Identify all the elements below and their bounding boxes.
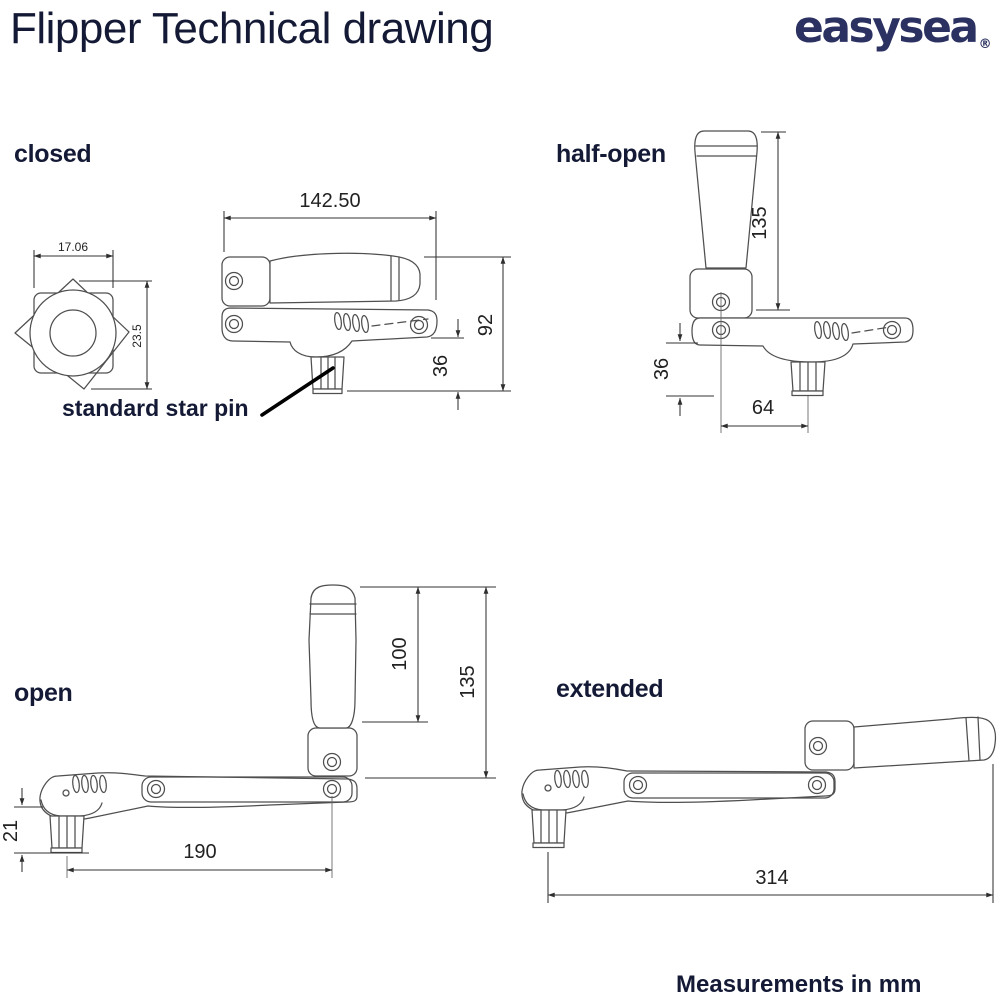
- brand-logo: easysea®: [794, 2, 992, 53]
- annotation-leader-line: [260, 366, 335, 417]
- view-label-open: open: [14, 679, 73, 707]
- dim-text: 142.50: [299, 190, 360, 212]
- dim-open-grip-length: 100: [360, 586, 496, 723]
- dim-text: 23.5: [130, 324, 144, 348]
- view-label-closed: closed: [14, 140, 92, 168]
- star-pin-inner-circle: [49, 309, 97, 357]
- closed-side-view: 142.50 92 36: [221, 190, 511, 417]
- dim-halfopen-handle-height: 135: [749, 131, 790, 311]
- pin-foot: [50, 847, 83, 854]
- pivot-hole: [224, 271, 244, 291]
- pivot-hole: [224, 314, 244, 334]
- arm-plate: [141, 776, 353, 803]
- pivot-hole: [807, 775, 827, 795]
- dim-text: 135: [749, 206, 771, 239]
- pivot-hole: [146, 779, 166, 799]
- ratchet-spline-marks: [333, 311, 370, 334]
- dim-halfopen-pin-length: 36: [651, 323, 714, 416]
- page-title: Flipper Technical drawing: [10, 4, 494, 53]
- dim-text: 190: [183, 841, 216, 863]
- registered-trademark-icon: ®: [978, 37, 992, 52]
- pin-foot: [532, 842, 565, 849]
- dim-open-handle-height: 135: [365, 586, 496, 779]
- detent-dot: [62, 789, 70, 797]
- dim-open-pin-length: 21: [0, 788, 89, 872]
- dim-text: 17.06: [58, 240, 88, 254]
- dim-extended-overall-length: 314: [547, 764, 994, 903]
- star-pin-outer-circle: [29, 289, 117, 377]
- pivot-hole: [322, 779, 342, 799]
- star-pin-annotation: standard star pin: [62, 395, 249, 421]
- dim-text: 21: [0, 820, 22, 842]
- ratchet-spline-marks: [813, 320, 850, 342]
- pin-splines: [58, 815, 76, 849]
- ratchet-spline-marks: [554, 769, 589, 789]
- grip-cap-lines: [309, 603, 357, 615]
- open-view: 100 135 21 190: [0, 584, 496, 878]
- pivot-hole: [322, 752, 342, 772]
- dim-closed-pin-length: 36: [430, 319, 464, 410]
- dim-text: 314: [755, 867, 788, 889]
- pivot-hole: [808, 736, 828, 756]
- pivot-hole: [628, 775, 648, 795]
- dim-closed-pin-face-height: 23.5: [79, 280, 152, 390]
- grip-cap-lines: [695, 145, 758, 157]
- handle-grip: [694, 130, 758, 269]
- dim-text: 135: [457, 665, 479, 698]
- closed-front-view: 17.06 23.5: [14, 240, 152, 390]
- dim-text: 36: [430, 355, 452, 377]
- dim-text: 100: [389, 637, 411, 670]
- pin-splines: [799, 361, 817, 392]
- crank-arm: [221, 307, 438, 358]
- half-open-view: 135 36 64: [651, 130, 914, 433]
- pin-foot: [791, 390, 824, 397]
- dim-text: 36: [651, 358, 673, 380]
- grip-cap-lines: [390, 255, 400, 302]
- dim-text: 64: [752, 397, 774, 419]
- dim-closed-overall-height: 92: [347, 256, 511, 392]
- pivot-hole: [882, 320, 902, 340]
- view-label-half-open: half-open: [556, 140, 666, 168]
- dim-closed-overall-length: 142.50: [223, 190, 437, 300]
- crank-arm-and-socket-head: [521, 766, 836, 815]
- dim-open-arm-length: 190: [66, 796, 333, 878]
- dim-text: 92: [475, 314, 497, 336]
- hidden-line: [371, 318, 429, 327]
- handle-grip: [308, 584, 357, 729]
- extended-view: 314: [521, 716, 997, 903]
- view-label-extended: extended: [556, 675, 664, 703]
- handle-grip: [853, 716, 997, 769]
- hidden-line: [851, 326, 891, 334]
- ratchet-spline-marks: [72, 774, 107, 794]
- handle-grip: [269, 252, 421, 304]
- dim-closed-pin-face-width: 17.06: [33, 240, 114, 288]
- pin-splines: [540, 809, 558, 844]
- arm-plate: [623, 772, 835, 799]
- brand-wordmark: easysea: [794, 2, 979, 53]
- pin-foot: [312, 388, 343, 395]
- dim-halfopen-handle-offset: 64: [720, 292, 809, 433]
- units-note: Measurements in mm: [676, 971, 922, 998]
- detent-dot: [544, 784, 552, 792]
- grip-cap-lines: [965, 716, 981, 762]
